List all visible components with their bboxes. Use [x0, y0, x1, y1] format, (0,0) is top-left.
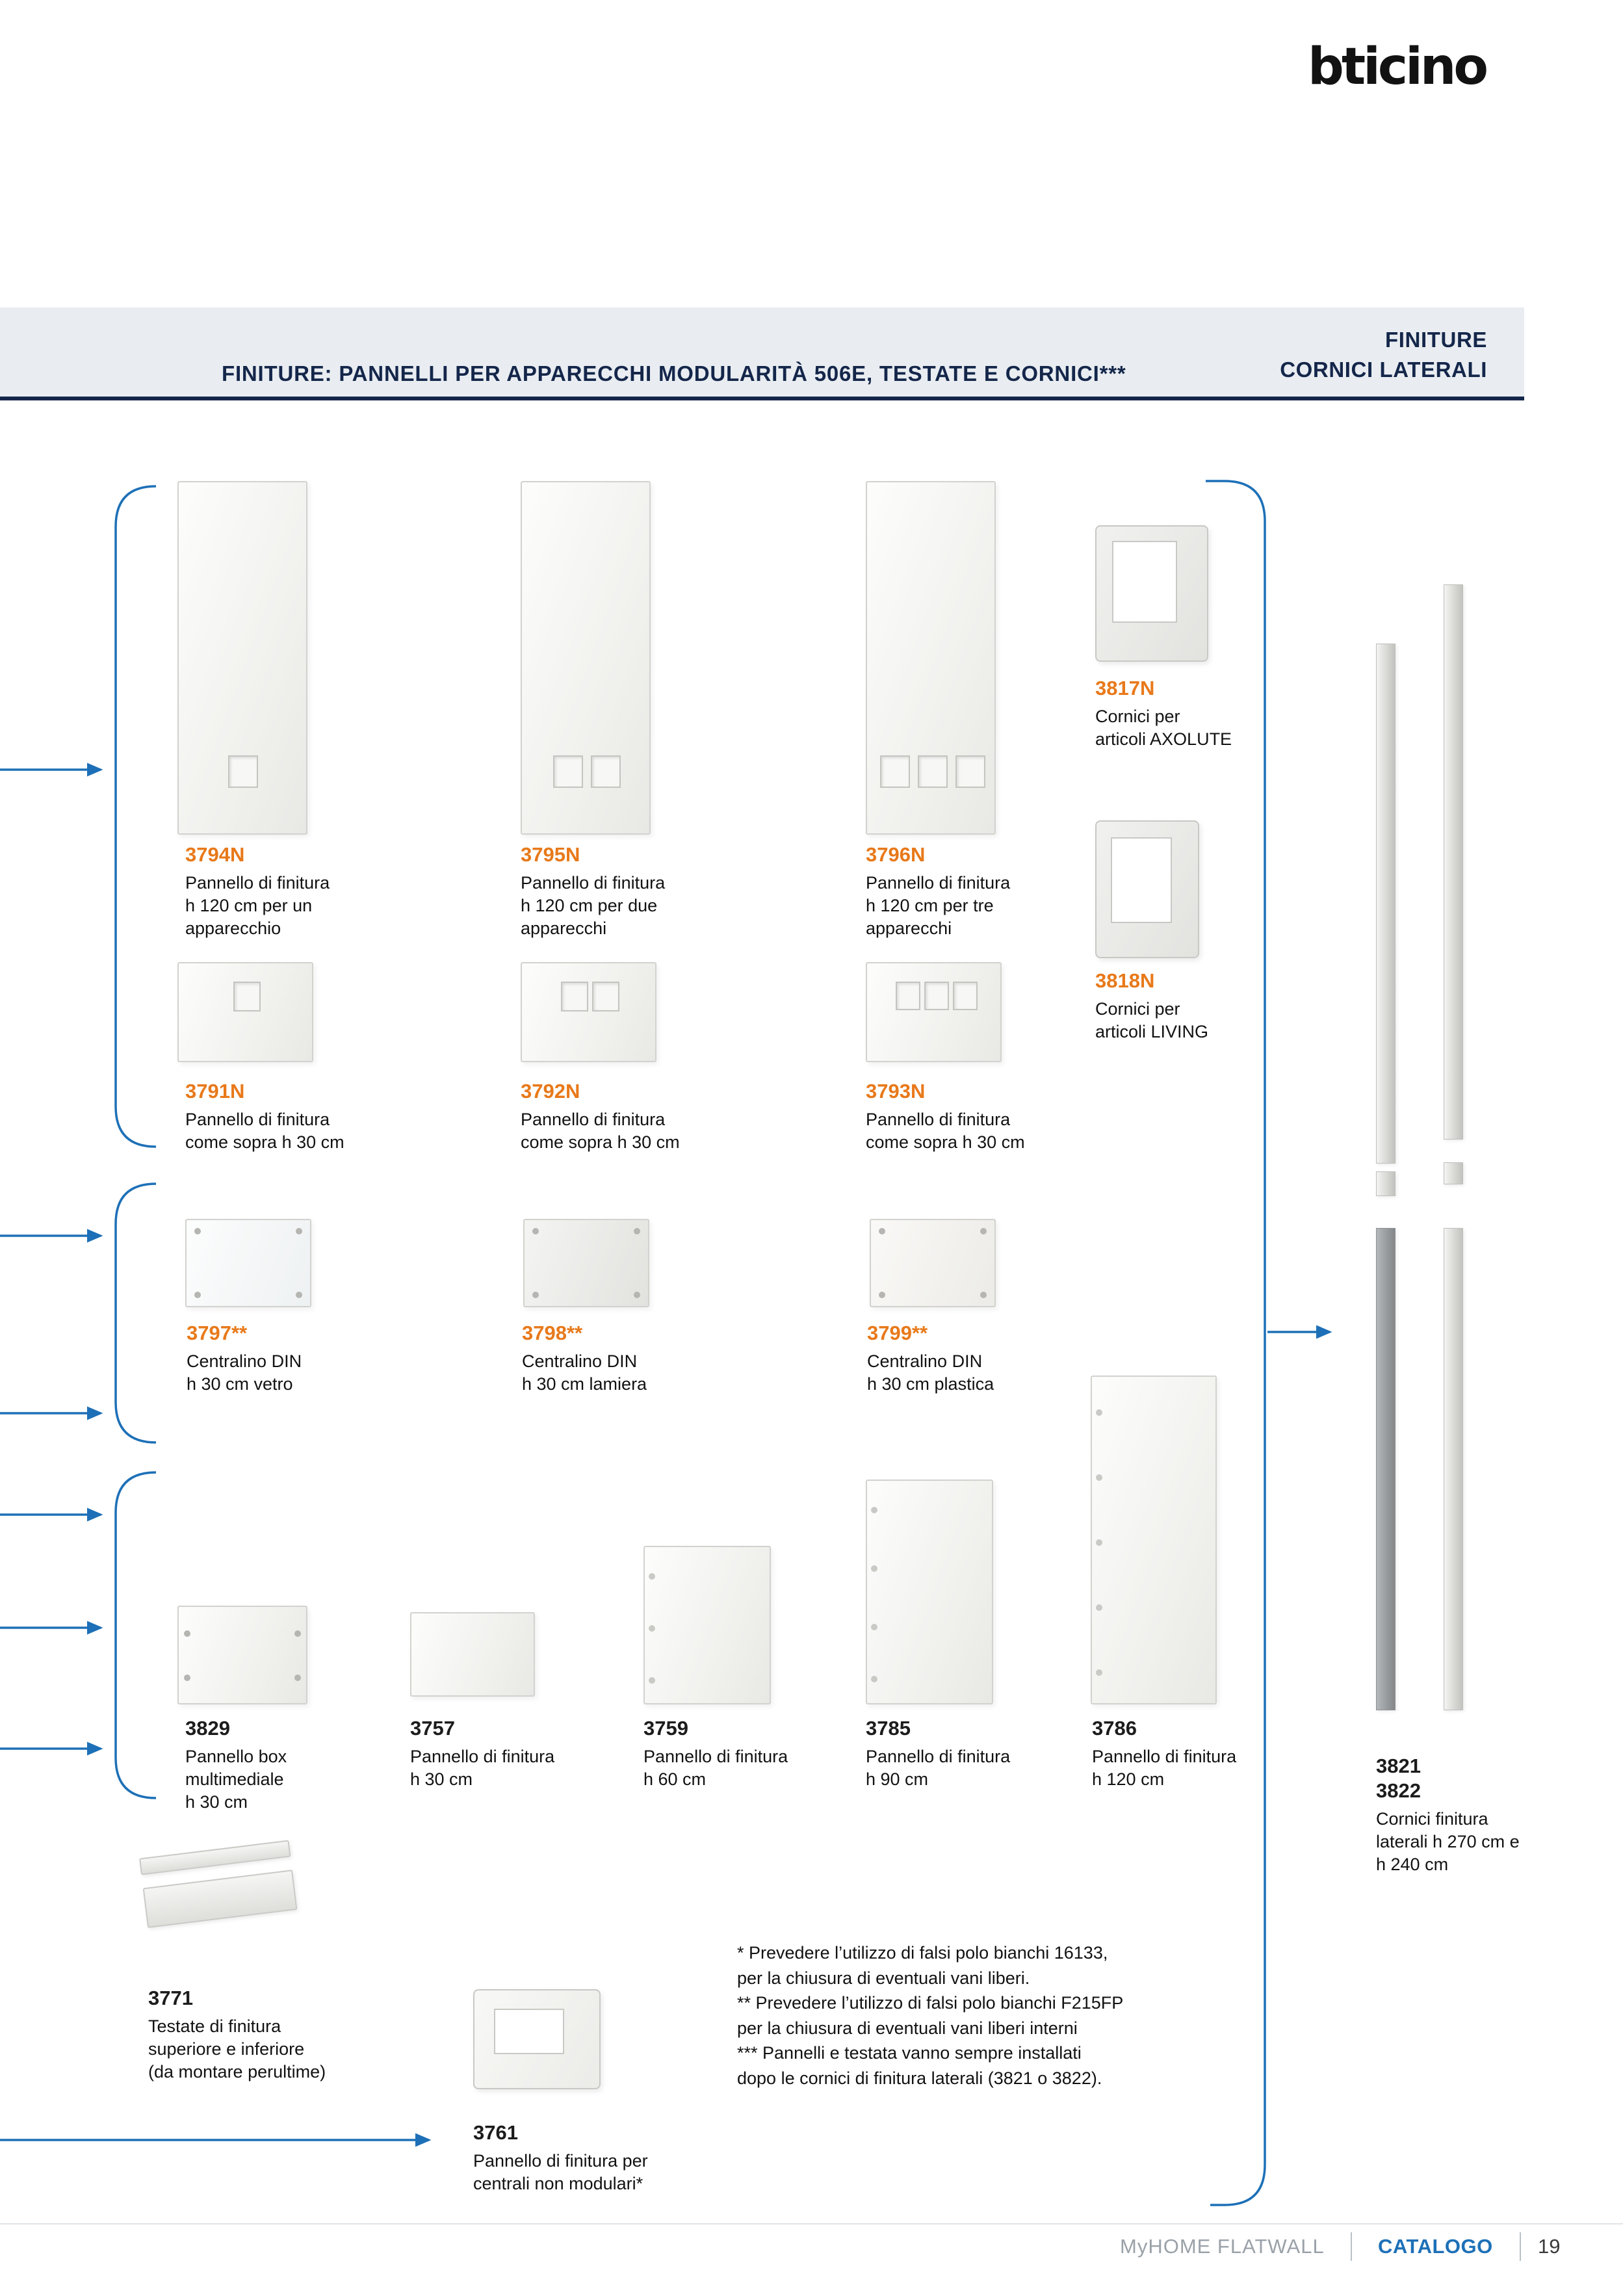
- product-code-3829: 3829: [185, 1717, 230, 1740]
- product-desc-3757: Pannello di finitura h 30 cm: [410, 1746, 555, 1789]
- product-desc-3794n: Pannello di finitura h 120 cm per un app…: [185, 872, 330, 938]
- product-desc-3795n: Pannello di finitura h 120 cm per due ap…: [521, 872, 666, 938]
- product-desc-3797: Centralino DIN h 30 cm vetro: [187, 1351, 302, 1394]
- product-desc-3785: Pannello di finitura h 90 cm: [866, 1746, 1011, 1789]
- product-code-3817n: 3817N: [1095, 677, 1155, 699]
- panel-3792n-image: [521, 962, 656, 1062]
- panel-3829-image: [177, 1606, 307, 1704]
- panel-3796n-image: [866, 481, 996, 835]
- product-desc-3791n: Pannello di finitura come sopra h 30 cm: [185, 1109, 344, 1152]
- product-desc-3793n: Pannello di finitura come sopra h 30 cm: [866, 1109, 1025, 1152]
- strip-3821-joint: [1376, 1171, 1396, 1196]
- product-desc-3771: Testate di finitura superiore e inferior…: [148, 2016, 326, 2081]
- strip-3821-upper: [1376, 644, 1396, 1164]
- footnotes: * Prevedere l’utilizzo di falsi polo bia…: [737, 1943, 1124, 2089]
- product-code-3818n: 3818N: [1095, 969, 1155, 992]
- product-code-3792n: 3792N: [521, 1080, 580, 1102]
- left-bracket-top: [114, 485, 157, 1148]
- product-code-3798: 3798**: [522, 1322, 583, 1344]
- panel-3798-image: [523, 1219, 649, 1307]
- product-desc-3796n: Pannello di finitura h 120 cm per tre ap…: [866, 872, 1011, 938]
- product-desc-3761: Pannello di finitura per centrali non mo…: [473, 2150, 648, 2193]
- panel-3799-image: [870, 1219, 996, 1307]
- testate-3771-image: [138, 1836, 303, 1977]
- footer-brand: MyHOME FLATWALL: [1120, 2235, 1325, 2258]
- product-desc-3792n: Pannello di finitura come sopra h 30 cm: [521, 1109, 680, 1152]
- left-bracket-bottom: [114, 1471, 157, 1799]
- panel-3793n-image: [866, 962, 1002, 1062]
- panel-3791n-image: [177, 962, 313, 1062]
- product-code-3786: 3786: [1092, 1717, 1137, 1740]
- header-band: [0, 307, 1524, 397]
- panel-3797-image: [185, 1219, 311, 1307]
- footer-divider-1: [1351, 2232, 1352, 2261]
- product-desc-3829: Pannello box multimediale h 30 cm: [185, 1746, 287, 1812]
- product-desc-3799: Centralino DIN h 30 cm plastica: [867, 1351, 994, 1394]
- footer-page-number: 19: [1538, 2235, 1561, 2258]
- product-desc-3818n: Cornici per articoli LIVING: [1095, 998, 1209, 1041]
- footer-divider-2: [1520, 2232, 1521, 2261]
- header-underline: [0, 397, 1524, 400]
- strip-3821-lower: [1376, 1228, 1396, 1710]
- product-desc-3786: Pannello di finitura h 120 cm: [1092, 1746, 1237, 1789]
- frame-3761-image: [473, 1989, 601, 2089]
- product-desc-3798: Centralino DIN h 30 cm lamiera: [522, 1351, 647, 1394]
- bticino-logo: bticino: [1308, 38, 1488, 96]
- panel-3759-image: [643, 1546, 771, 1704]
- page-title: FINITURE: PANNELLI PER APPARECCHI MODULA…: [222, 361, 1126, 385]
- panel-3794n-image: [177, 481, 307, 835]
- product-code-3795n: 3795N: [521, 843, 580, 866]
- frame-3818n-image: [1095, 820, 1199, 958]
- product-code-3794n: 3794N: [185, 843, 245, 866]
- product-code-3796n: 3796N: [866, 843, 926, 866]
- frame-3817n-image: [1095, 525, 1208, 662]
- strip-3822-lower: [1444, 1228, 1463, 1710]
- footer-rule: [0, 2223, 1623, 2224]
- footer-catalog-label: CATALOGO: [1378, 2235, 1493, 2258]
- strip-3822-upper: [1444, 584, 1463, 1140]
- product-code-3757: 3757: [410, 1717, 455, 1740]
- panel-3785-image: [866, 1480, 993, 1704]
- product-code-3761: 3761: [473, 2121, 518, 2144]
- panel-3795n-image: [521, 481, 651, 835]
- product-code-3759: 3759: [643, 1717, 688, 1740]
- product-code-3793n: 3793N: [866, 1080, 926, 1102]
- product-code-3785: 3785: [866, 1717, 911, 1740]
- section-title-right: FINITURE CORNICI LATERALI: [1280, 328, 1487, 382]
- product-desc-3759: Pannello di finitura h 60 cm: [643, 1746, 788, 1789]
- panel-3757-image: [410, 1612, 535, 1697]
- product-code-3791n: 3791N: [185, 1080, 245, 1102]
- product-code-3821-3822: 3821 3822: [1376, 1755, 1421, 1802]
- panel-3786-image: [1091, 1376, 1217, 1704]
- strip-3822-joint: [1444, 1162, 1463, 1184]
- product-code-3799: 3799**: [867, 1322, 928, 1344]
- product-desc-3821-3822: Cornici finitura laterali h 270 cm e h 2…: [1376, 1808, 1520, 1874]
- product-code-3771: 3771: [148, 1987, 193, 2009]
- product-code-3797: 3797**: [187, 1322, 248, 1344]
- product-desc-3817n: Cornici per articoli AXOLUTE: [1095, 706, 1232, 749]
- left-bracket-middle: [114, 1182, 157, 1444]
